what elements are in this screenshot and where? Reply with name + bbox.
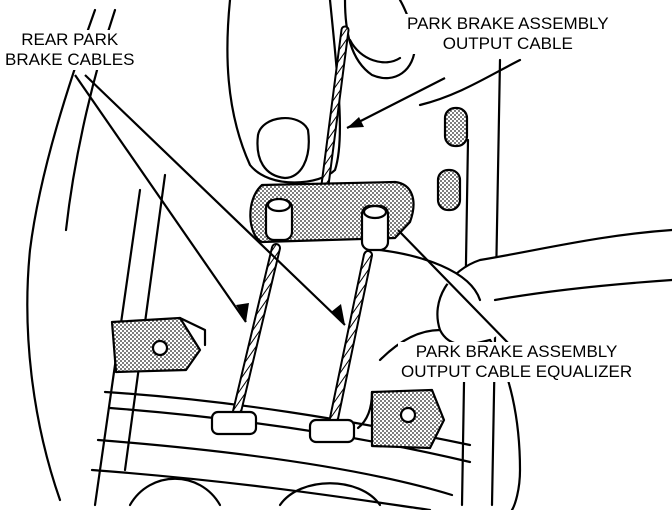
leader-rear-cable-left	[74, 74, 247, 323]
leader-lines	[74, 74, 511, 346]
leader-arrowheads	[236, 117, 364, 325]
label-rear-park-brake-cables: REAR PARK BRAKE CABLES	[2, 30, 138, 70]
label-output-cable: PARK BRAKE ASSEMBLY OUTPUT CABLE	[404, 14, 612, 54]
leader-equalizer	[397, 229, 511, 346]
left-end-fitting	[210, 410, 258, 436]
body-panel-curve	[26, 8, 97, 502]
label-line: PARK BRAKE ASSEMBLY	[407, 14, 609, 33]
label-line: PARK BRAKE ASSEMBLY	[415, 342, 618, 361]
trough-front-lip	[96, 438, 454, 497]
slot-lower	[436, 168, 462, 212]
slot-upper	[443, 106, 469, 148]
label-line: REAR PARK	[21, 30, 119, 49]
label-output-cable-equalizer: PARK BRAKE ASSEMBLY OUTPUT CABLE EQUALIZ…	[398, 342, 636, 382]
label-line: BRAKE CABLES	[5, 50, 135, 69]
label-line: OUTPUT CABLE EQUALIZER	[401, 362, 633, 381]
label-line: OUTPUT CABLE	[442, 34, 573, 53]
leader-output-cable	[346, 77, 446, 129]
leader-rear-cable-right	[84, 74, 346, 326]
right-end-fitting	[308, 418, 356, 444]
